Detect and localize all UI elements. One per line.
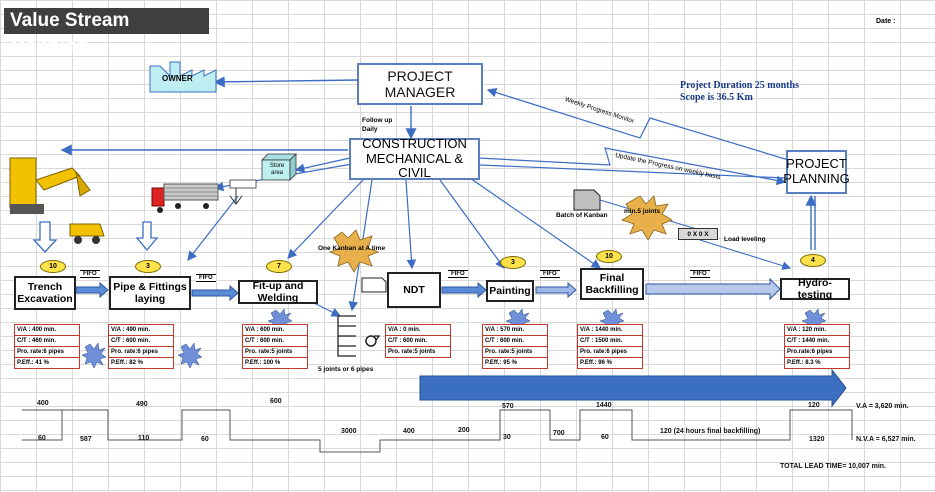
fifo-label-5: FIFO — [690, 270, 710, 278]
timeline-nva: 700 — [553, 430, 565, 437]
timeline-va: 400 — [37, 400, 49, 407]
data-row: V/A : 400 min. — [15, 325, 79, 336]
data-row: C/T : 1500 min. — [578, 336, 642, 347]
batch-kanban-label: Batch of Kanban — [556, 212, 608, 219]
operator-count-hydro: 4 — [800, 254, 826, 267]
timeline-va: 120 — [808, 402, 820, 409]
data-row: C/T : 460 min. — [15, 336, 79, 347]
fifo-label-2: FIFO — [196, 274, 216, 282]
data-row: C/T : 600 min. — [386, 336, 450, 347]
process-pipe-fittings-laying: Pipe & Fittings laying — [109, 276, 191, 310]
timeline-nva: 587 — [80, 436, 92, 443]
joints-label: 5 joints or 6 pipes — [318, 366, 374, 373]
timeline-va: 1440 — [596, 402, 612, 409]
process-painting: Painting — [486, 280, 534, 302]
data-row: Pro. rate:6 pipes — [15, 347, 79, 358]
total-lead-time: TOTAL LEAD TIME= 10,007 min. — [780, 463, 886, 470]
data-box-ndt: V/A : 0 min. C/T : 600 min. Pro. rate:5 … — [385, 324, 451, 358]
load-leveling-label: Load leveling — [724, 236, 766, 243]
fifo-label-3: FIFO — [448, 270, 468, 278]
data-box-pipe: V/A : 490 min. C/T : 600 min. Pro. rate:… — [108, 324, 174, 369]
timeline-va: 570 — [502, 403, 514, 410]
data-row: P.Eff.: 41 % — [17, 360, 49, 366]
operator-count-pipe: 3 — [135, 260, 161, 273]
data-row: C/T : 600 min. — [109, 336, 173, 347]
data-row: V/A : 570 min. — [483, 325, 547, 336]
data-row: C/T : 600 min. — [243, 336, 307, 347]
process-final-backfilling: Final Backfilling — [580, 268, 644, 300]
data-row: Pro.rate:6 pipes — [785, 347, 849, 358]
data-box-fitup: V/A : 600 min. C/T : 600 min. Pro. rate:… — [242, 324, 308, 369]
va-total: V.A = 3,620 min. — [856, 403, 909, 410]
timeline-nva: 200 — [458, 427, 470, 434]
operator-count-fitup: 7 — [266, 260, 292, 273]
data-row: V/A : 490 min. — [109, 325, 173, 336]
operator-count-backfilling: 10 — [596, 250, 622, 263]
data-box-backfilling: V/A : 1440 min. C/T : 1500 min. Pro. rat… — [577, 324, 643, 369]
timeline-nva: 110 — [138, 435, 150, 442]
process-ndt: NDT — [387, 272, 441, 308]
data-row: P.Eff.: 8.3 % — [787, 360, 821, 366]
data-box-painting: V/A : 570 min. C/T : 600 min. Pro. rate:… — [482, 324, 548, 369]
timeline-va: 490 — [136, 401, 148, 408]
date-label: Date : — [876, 18, 896, 25]
fifo-label-1: FIFO — [80, 270, 100, 278]
min5-label: min.5 joints — [624, 208, 661, 215]
construction-box: CONSTRUCTION MECHANICAL & CIVIL — [349, 136, 480, 180]
operator-count-painting: 3 — [500, 256, 526, 269]
data-row: V/A : 1440 min. — [578, 325, 642, 336]
operator-count-trench: 10 — [40, 260, 66, 273]
data-row: P.Eff.: 96 % — [580, 360, 612, 366]
project-manager-box: PROJECT MANAGER — [357, 63, 483, 105]
data-row: P.Eff.: 82 % — [111, 360, 143, 366]
data-row: V/A : 120 min. — [785, 325, 849, 336]
timeline-nva: 30 — [503, 434, 511, 441]
one-kanban-label: One Kanban at A time — [318, 245, 386, 252]
timeline-nva: 60 — [601, 434, 609, 441]
data-box-hydro: V/A : 120 min. C/T : 1440 min. Pro.rate:… — [784, 324, 850, 369]
timeline-nva: 400 — [403, 428, 415, 435]
data-row: Pro. rate:6 pipes — [578, 347, 642, 358]
process-trench-excavation: Trench Excavation — [14, 276, 76, 310]
data-row: C/T : 600 min. — [483, 336, 547, 347]
data-row: Pro. rate:6 pipes — [109, 347, 173, 358]
data-row: V/A : 0 min. — [386, 325, 450, 336]
scope-text: Scope is 36.5 Km — [680, 92, 753, 103]
timeline-nva: 3000 — [341, 428, 357, 435]
duration-text: Project Duration 25 months — [680, 80, 799, 91]
data-row: C/T : 1440 min. — [785, 336, 849, 347]
process-hydro-testing: Hydro-testing — [780, 277, 850, 301]
data-row: V/A : 600 min. — [243, 325, 307, 336]
data-row: P.Eff.: 100 % — [245, 360, 281, 366]
process-fitup-welding: Fit-up and Welding — [238, 280, 318, 304]
load-leveling-box: 0 X 0 X — [678, 228, 718, 240]
data-row: P.Eff.: 95 % — [485, 360, 517, 366]
timeline-nva: 120 (24 hours final backfilling) — [660, 428, 761, 435]
timeline-nva: 60 — [201, 436, 209, 443]
store-area-label: Store area — [269, 163, 285, 176]
data-box-trench: V/A : 400 min. C/T : 460 min. Pro. rate:… — [14, 324, 80, 369]
project-planning-box: PROJECT PLANNING — [783, 150, 850, 194]
timeline-va: 600 — [270, 398, 282, 405]
data-row: Pro. rate:5 joints — [388, 349, 436, 355]
followup-label: Follow up Daily — [362, 117, 393, 133]
page-title: Value Stream Mapping — [4, 8, 209, 57]
owner-label: OWNER — [162, 74, 193, 83]
timeline-nva: 1320 — [809, 436, 825, 443]
nva-total: N.V.A = 6,527 min. — [856, 436, 916, 443]
fifo-label-4: FIFO — [540, 270, 560, 278]
data-row: Pro. rate:5 joints — [243, 347, 307, 358]
data-row: Pro. rate:5 joints — [483, 347, 547, 358]
timeline-nva: 60 — [38, 435, 46, 442]
